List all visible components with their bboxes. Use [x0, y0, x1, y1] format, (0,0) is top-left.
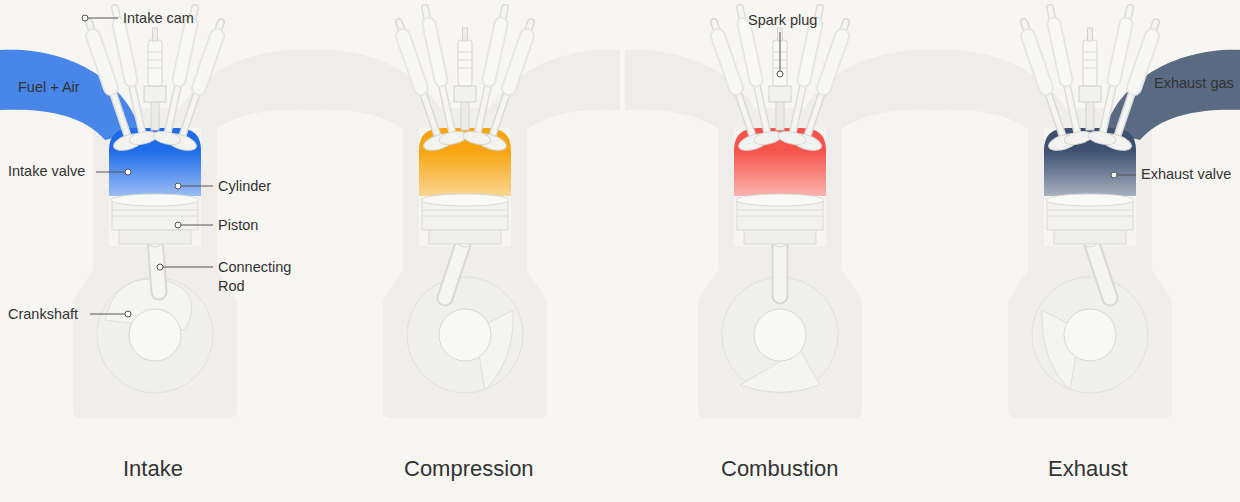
- part-label: Crankshaft: [8, 305, 78, 324]
- flow-label: Fuel + Air: [18, 78, 80, 97]
- part-label: Exhaust valve: [1141, 165, 1231, 184]
- part-label: Connecting Rod: [218, 258, 308, 296]
- flow-label: Exhaust gas: [1154, 74, 1234, 93]
- stroke-name: Combustion: [721, 455, 838, 484]
- part-label: Intake cam: [123, 9, 194, 28]
- part-label: Cylinder: [218, 177, 271, 196]
- part-label: Piston: [218, 216, 258, 235]
- stroke-name: Intake: [123, 455, 183, 484]
- part-label: Intake valve: [8, 162, 85, 181]
- part-label: Spark plug: [748, 11, 817, 30]
- stroke-name: Compression: [404, 455, 534, 484]
- stroke-name: Exhaust: [1048, 455, 1128, 484]
